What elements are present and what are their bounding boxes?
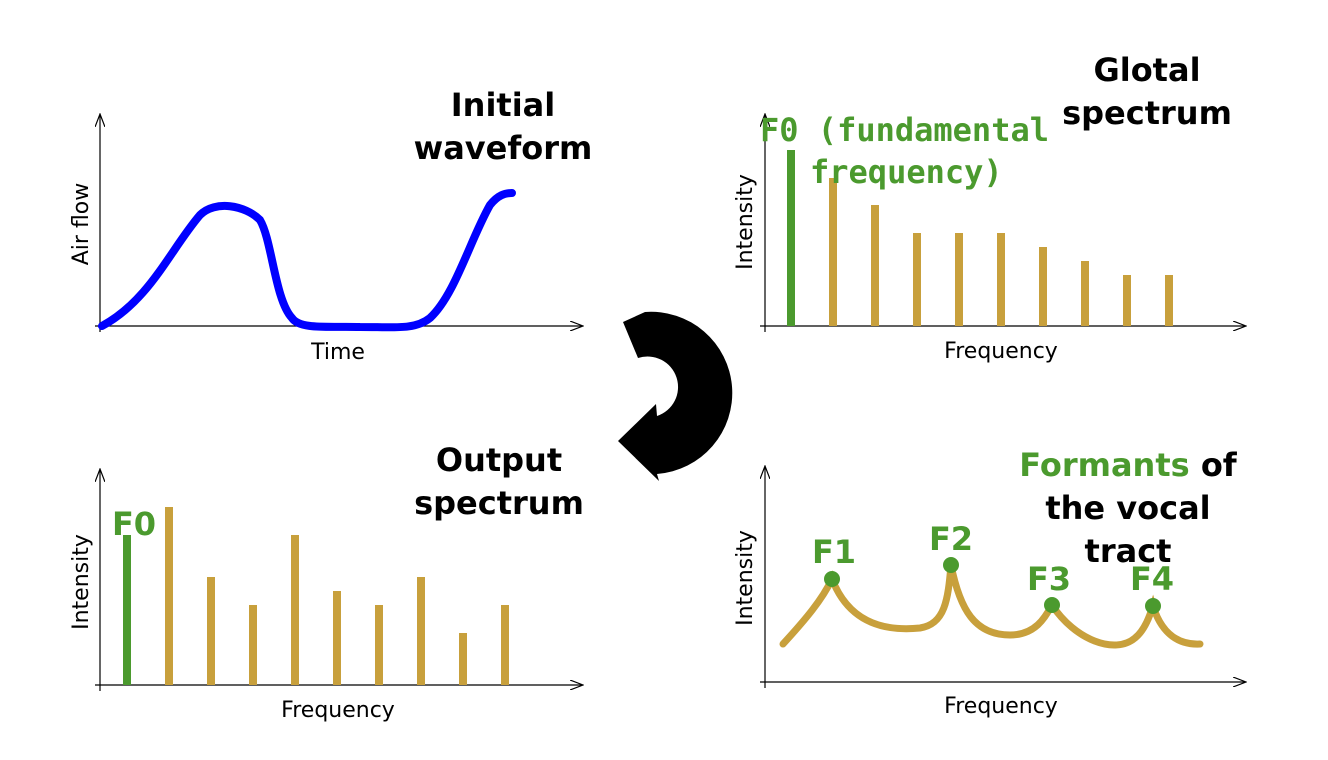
glottal-y-label: Intensity xyxy=(733,174,758,270)
formant-peak-dot xyxy=(1145,598,1161,614)
waveform-title-line2: waveform xyxy=(414,129,593,167)
formants-title-line1: Formants of xyxy=(1019,446,1238,484)
cycle-arrow-shape xyxy=(618,311,733,481)
glottal-panel: Frequency Intensity F0 (fundamental freq… xyxy=(733,51,1245,364)
output-panel: F0 Frequency Intensity Output spectrum xyxy=(69,441,584,723)
formant-peak-dot xyxy=(1044,597,1060,613)
formants-title-word-of: of xyxy=(1201,446,1238,484)
formant-label-f2: F2 xyxy=(929,520,973,558)
waveform-title-line1: Initial xyxy=(451,86,555,124)
formant-peak-dot xyxy=(943,557,959,573)
output-title-line2: spectrum xyxy=(414,484,584,522)
glottal-harmonics xyxy=(787,150,1173,326)
formants-title-word-formants: Formants xyxy=(1019,446,1189,484)
formant-envelope-curve xyxy=(779,564,1204,649)
waveform-y-label: Air flow xyxy=(69,183,94,266)
waveform-curve xyxy=(98,189,516,332)
glottal-title-line2: spectrum xyxy=(1062,94,1232,132)
formant-label-f3: F3 xyxy=(1027,560,1071,598)
glottal-f0-label-line1: F0 (fundamental xyxy=(760,111,1049,149)
output-x-label: Frequency xyxy=(281,698,395,723)
glottal-title-line1: Glotal xyxy=(1093,51,1200,89)
clockwise-circular-arrow-icon xyxy=(618,311,733,481)
waveform-panel: Time Air flow Initial waveform xyxy=(69,86,592,365)
formants-y-label: Intensity xyxy=(733,530,758,626)
output-f0-label: F0 xyxy=(112,505,156,543)
formants-panel: F1 F2 F3 F4 Frequency Intensity Formants… xyxy=(733,446,1245,719)
output-title-line1: Output xyxy=(436,441,562,479)
formant-label-f1: F1 xyxy=(812,533,856,571)
formants-title-line2: the vocal xyxy=(1045,489,1210,527)
glottal-f0-label-line2: frequency) xyxy=(810,153,1003,191)
output-y-label: Intensity xyxy=(69,534,94,630)
glottal-x-label: Frequency xyxy=(944,339,1058,364)
formant-peak-dot xyxy=(824,571,840,587)
formants-x-label: Frequency xyxy=(944,694,1058,719)
formants-title-line3: tract xyxy=(1085,532,1172,570)
output-harmonics xyxy=(123,507,509,685)
waveform-x-label: Time xyxy=(310,340,365,365)
formant-label-f4: F4 xyxy=(1130,560,1174,598)
